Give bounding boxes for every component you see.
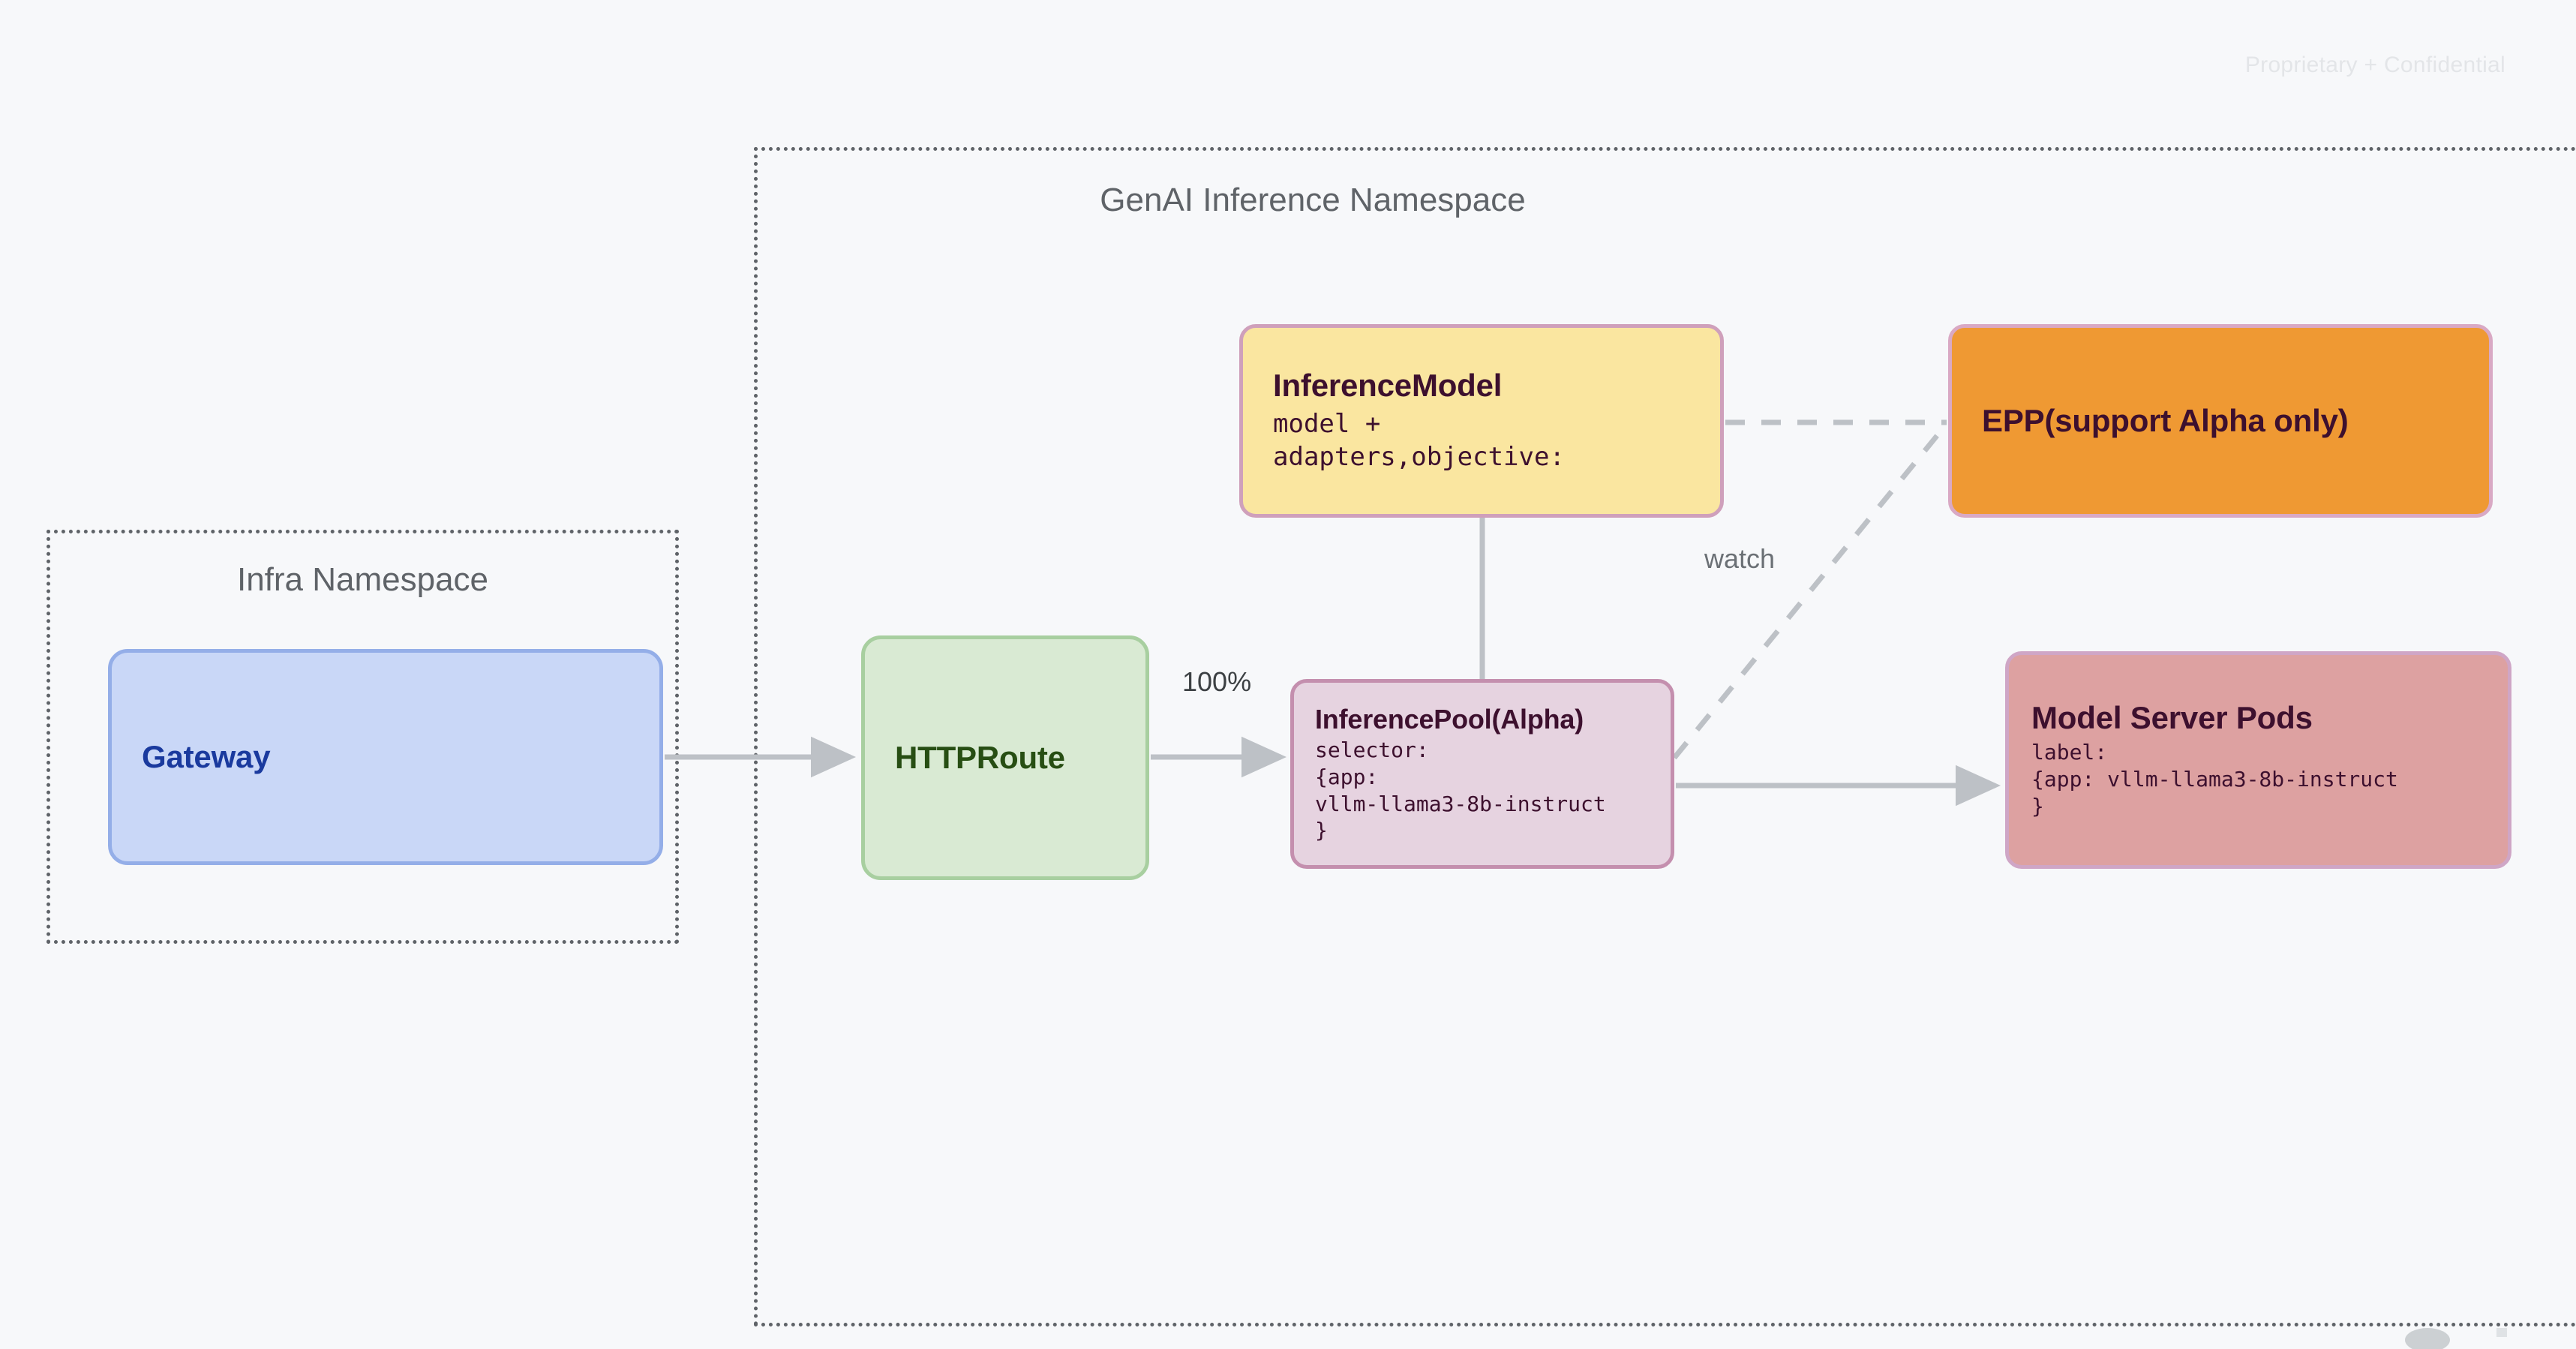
httproute-title: HTTPRoute xyxy=(895,740,1065,775)
google-cloud-logo-icon xyxy=(2405,1328,2507,1349)
model-server-pods-subtitle: label: {app: vllm-llama3-8b-instruct } xyxy=(2031,740,2398,819)
inferencemodel-title: InferenceModel xyxy=(1273,368,1503,404)
node-gateway[interactable]: Gateway xyxy=(108,649,663,865)
edge-label-watch: watch xyxy=(1704,543,1776,574)
infra-namespace-title: Infra Namespace xyxy=(236,561,489,598)
edge-label-traffic-split: 100% xyxy=(1182,666,1252,697)
infra-namespace-container xyxy=(47,530,679,944)
genai-inference-namespace-title: GenAI Inference Namespace xyxy=(1100,182,1526,218)
genai-inference-namespace-container xyxy=(754,147,2576,1326)
inferencepool-title: InferencePool(Alpha) xyxy=(1315,703,1584,735)
node-inferencepool[interactable]: InferencePool(Alpha) selector: {app: vll… xyxy=(1290,679,1674,869)
epp-title: EPP(support Alpha only) xyxy=(1982,403,2349,438)
node-model-server-pods[interactable]: Model Server Pods label: {app: vllm-llam… xyxy=(2005,651,2511,869)
model-server-pods-title: Model Server Pods xyxy=(2031,700,2313,736)
confidentiality-watermark: Proprietary + Confidential xyxy=(2244,53,2505,77)
node-httproute[interactable]: HTTPRoute xyxy=(861,635,1149,880)
inferencemodel-subtitle: model + adapters,objective: xyxy=(1273,409,1565,472)
inferencepool-subtitle: selector: {app: vllm-llama3-8b-instruct … xyxy=(1315,737,1606,843)
gateway-title: Gateway xyxy=(142,739,271,774)
node-inferencemodel[interactable]: InferenceModel model + adapters,objectiv… xyxy=(1239,324,1724,518)
node-epp[interactable]: EPP(support Alpha only) xyxy=(1948,324,2493,518)
